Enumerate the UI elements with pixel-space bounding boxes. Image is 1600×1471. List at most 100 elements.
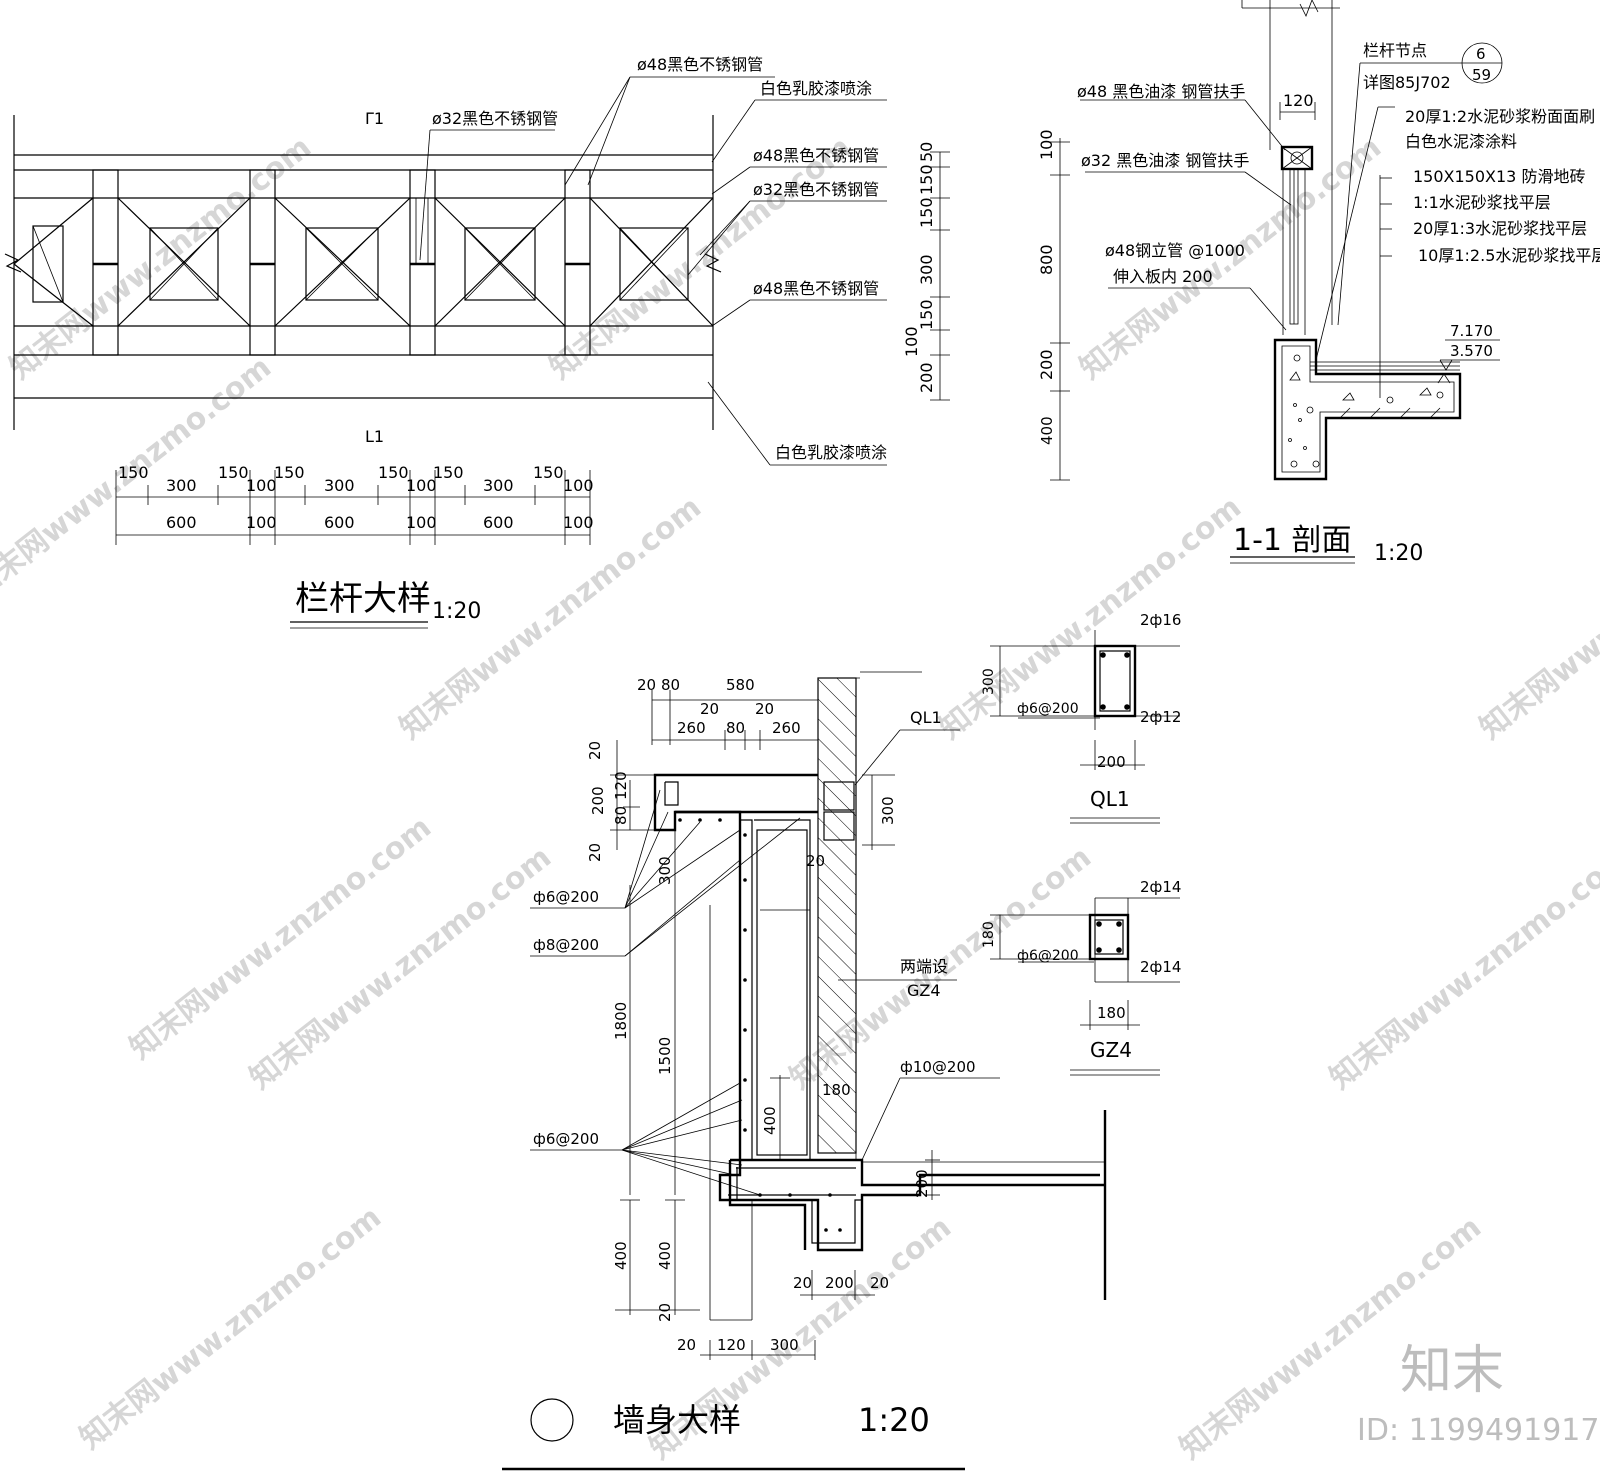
- dim-label: 180: [822, 1081, 851, 1099]
- callout-paint-bottom: 白色乳胶漆喷涂: [775, 443, 887, 462]
- dim-label: 120: [717, 1336, 746, 1354]
- dim-label: 100: [406, 513, 437, 532]
- dim-label: 100: [246, 476, 277, 495]
- watermark-text: 知末网www.znzmo.com: [1473, 490, 1600, 747]
- section-1-1-title: 1-1 剖面: [1233, 523, 1352, 558]
- callout-pipe32-right: ø32黑色不锈钢管: [753, 180, 879, 199]
- section-1-1-leaders: [1080, 42, 1503, 361]
- dim-label: 200: [917, 362, 936, 393]
- railing-scale: 1:20: [432, 599, 481, 624]
- dim-label: 200: [825, 1274, 854, 1292]
- railing-elevation: [4, 115, 722, 430]
- dim-label: 150: [917, 197, 936, 228]
- gz4-height-dim: 180: [981, 921, 997, 948]
- elevation-bottom: 3.570: [1450, 342, 1493, 360]
- gz4-section-drawing: [990, 897, 1180, 1076]
- callout-handrail48: ø48 黑色油漆 钢管扶手: [1077, 82, 1245, 101]
- ql1-top-bar: 2ф16: [1140, 611, 1181, 629]
- dim-label: 300: [917, 254, 936, 285]
- ql1-section-drawing: [990, 630, 1180, 824]
- dim-label: 20: [656, 1303, 674, 1322]
- ql1-stirrup: ф6@200: [1017, 701, 1079, 717]
- dim-label: 400: [612, 1241, 630, 1270]
- dim-label: 300: [483, 476, 514, 495]
- section-mark-bottom: L1: [365, 427, 384, 446]
- dim-label: 150: [218, 463, 249, 482]
- dim-label: 200: [913, 1169, 931, 1198]
- dim-label: 1800: [612, 1002, 630, 1040]
- watermark-text: 知末网www.znzmo.com: [3, 130, 318, 387]
- watermark-logo: 知末: [1400, 1341, 1504, 1401]
- watermark-id: ID: 1199491917: [1357, 1413, 1599, 1448]
- gz4-top-bar: 2ф14: [1140, 878, 1181, 896]
- railing-horizontal-dims: [115, 470, 591, 545]
- dim-label: 50: [917, 142, 936, 162]
- callout-post48-note: 伸入板内 200: [1113, 267, 1213, 286]
- layer-1: 20厚1:2水泥砂浆粉面面刷: [1405, 107, 1595, 126]
- railing-leaders: [419, 76, 887, 466]
- dim-label: 400: [1038, 416, 1056, 445]
- callout-node-ref: 详图85J702: [1363, 73, 1451, 92]
- dim-label: 20: [806, 852, 825, 870]
- dim-label: 600: [324, 513, 355, 532]
- ql1-bottom-bar: 2ф12: [1140, 708, 1181, 726]
- watermark-text: 知末网www.znzmo.com: [123, 810, 438, 1067]
- watermark-text: 知末网www.znzmo.com: [933, 490, 1248, 747]
- section-1-1-scale: 1:20: [1374, 541, 1423, 566]
- ql1-title: QL1: [1090, 787, 1130, 811]
- dim-label: 300: [166, 476, 197, 495]
- dim-label: 100: [406, 476, 437, 495]
- callout-handrail32: ø32 黑色油漆 钢管扶手: [1081, 151, 1249, 170]
- dim-label: 600: [483, 513, 514, 532]
- callout-pipe48-mid: ø48黑色不锈钢管: [753, 146, 879, 165]
- dim-label: 150: [533, 463, 564, 482]
- dim-label: 100: [1037, 129, 1056, 160]
- dim-label: 80: [726, 719, 745, 737]
- dim-label: 600: [166, 513, 197, 532]
- dim-label: 120: [1283, 91, 1314, 110]
- callout-node-label: 栏杆节点: [1363, 41, 1427, 60]
- dim-label: 150: [118, 463, 149, 482]
- dim-label: 400: [656, 1241, 674, 1270]
- layer-5: 10厚1:2.5水泥砂浆找平层: [1418, 246, 1600, 265]
- dim-label: 150: [274, 463, 305, 482]
- gz4-title: GZ4: [1090, 1038, 1132, 1062]
- gz4-width-dim: 180: [1097, 1004, 1126, 1022]
- dim-label: 300: [770, 1336, 799, 1354]
- dim-label: 1500: [656, 1037, 674, 1075]
- wall-detail-dims: [610, 690, 940, 1360]
- dim-label: 20: [793, 1274, 812, 1292]
- railing-title: 栏杆大样: [295, 579, 431, 619]
- layer-1b: 白色水泥漆涂料: [1405, 132, 1517, 151]
- callout-post48: ø48钢立管 @1000: [1105, 241, 1245, 260]
- dim-label: 120: [612, 771, 630, 800]
- dim-label: 400: [761, 1106, 779, 1135]
- watermark-text: 知末网www.znzmo.com: [243, 840, 558, 1097]
- dim-label: 20: [677, 1336, 696, 1354]
- dim-label: 100: [563, 513, 594, 532]
- wall-scale: 1:20: [858, 1401, 930, 1439]
- dim-label: 300: [879, 796, 897, 825]
- ql1-width-dim: 200: [1097, 753, 1126, 771]
- dim-label: 150: [433, 463, 464, 482]
- wall-title: 墙身大样: [613, 1401, 741, 1439]
- dim-label: 300: [324, 476, 355, 495]
- watermark-text: 知末网www.znzmo.com: [73, 1200, 388, 1457]
- callout-ql1: QL1: [910, 708, 942, 727]
- dim-label: 150: [917, 299, 936, 330]
- dim-label: 580: [726, 676, 755, 694]
- wall-detail-leaders: [530, 729, 1000, 1196]
- callout-gz4-note: 两端设: [900, 957, 948, 976]
- dim-label: 20: [870, 1274, 889, 1292]
- dim-label: 150: [917, 164, 936, 195]
- callout-rebar-mid: ф8@200: [533, 936, 599, 954]
- elevation-top: 7.170: [1450, 322, 1493, 340]
- ql1-height-dim: 300: [981, 668, 997, 695]
- dim-label: 100: [902, 326, 921, 357]
- gz4-stirrup: ф6@200: [1017, 948, 1079, 964]
- dim-label: 20: [586, 741, 604, 760]
- callout-gz4: GZ4: [907, 981, 941, 1000]
- callout-pipe48-top: ø48黑色不锈钢管: [637, 55, 763, 74]
- detail-number: 6: [1476, 45, 1486, 63]
